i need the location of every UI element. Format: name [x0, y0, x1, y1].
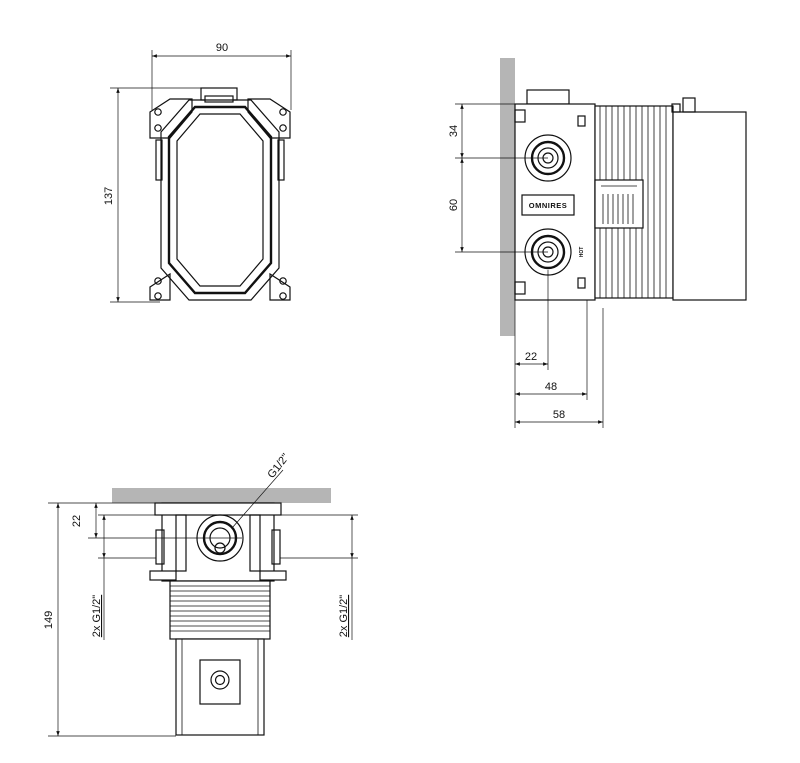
valve-body-bottom [161, 502, 275, 582]
dim-label-137: 137 [103, 187, 115, 205]
wall-section [500, 58, 515, 336]
front-mounting-ears [149, 98, 291, 301]
hot-port-label: HOT [579, 247, 585, 258]
dim-label-22-bottom: 22 [71, 515, 83, 527]
front-view: 90 137 [103, 42, 292, 303]
dim-label-149: 149 [43, 611, 55, 629]
brand-label: OMNIRES [529, 201, 568, 210]
dim-side-thread-left: 2x G1/2" [91, 514, 156, 640]
front-inner-frame [167, 105, 273, 295]
dim-width-front: 90 [151, 42, 292, 110]
dim-label-side-thread-left: 2x G1/2" [91, 595, 103, 638]
front-outer-frame [160, 99, 280, 301]
dim-label-side-thread-right: 2x G1/2" [338, 595, 350, 638]
bottom-view: G1/2" 149 22 2x G1/2" 2x [43, 451, 358, 737]
dim-side-thread-right: 2x G1/2" [280, 514, 358, 640]
dim-offset-bottom: 22 [71, 503, 198, 539]
dim-side-vertical: 34 60 [448, 103, 548, 253]
dim-side-horizontal: 22 48 58 [514, 270, 604, 428]
spec-plate [594, 179, 644, 229]
threaded-sleeve-bottom [169, 580, 271, 640]
outlet-port [196, 514, 244, 562]
cover-box-bottom [175, 638, 265, 736]
dim-height-front: 137 [103, 87, 205, 303]
dim-label-22-side: 22 [525, 351, 537, 363]
dim-label-58: 58 [553, 409, 565, 421]
dim-height-bottom: 149 [43, 502, 176, 737]
dim-label-90: 90 [216, 42, 228, 54]
thread-lines-bottom [170, 585, 270, 632]
dim-label-outlet-thread: G1/2" [265, 451, 292, 480]
dim-label-60: 60 [448, 199, 460, 211]
dim-label-34: 34 [448, 125, 460, 137]
side-view: HOT OMNIRES 34 60 22 48 58 [448, 58, 747, 428]
wall-section-bottom [112, 488, 331, 503]
dim-label-48: 48 [545, 381, 557, 393]
cover-box [672, 111, 747, 301]
